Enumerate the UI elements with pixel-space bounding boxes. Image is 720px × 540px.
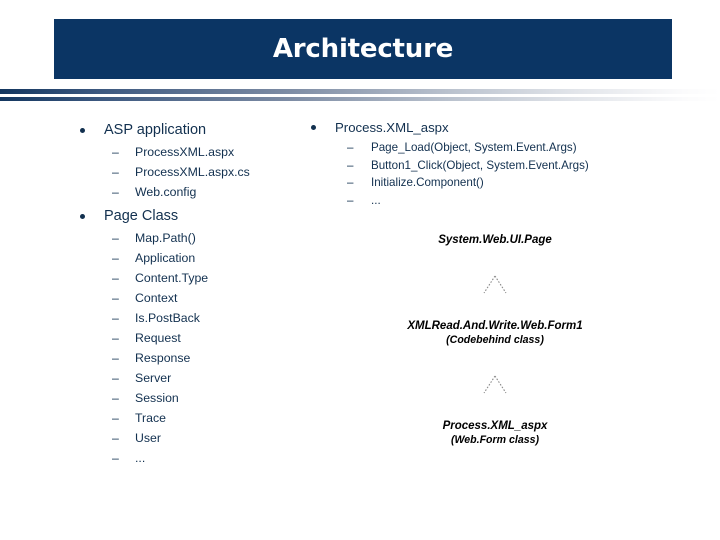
list-item: Is.PostBack: [104, 308, 324, 328]
list-item: ...: [335, 192, 675, 210]
class-inheritance-diagram: System.Web.UI.Page XMLRead.And.Write.Web…: [330, 233, 660, 447]
list-item: Initialize.Component(): [335, 174, 675, 192]
list-item: Web.config: [104, 182, 324, 202]
list-item: Response: [104, 348, 324, 368]
list-item: Map.Path(): [104, 228, 324, 248]
list-item: Button1_Click(Object, System.Event.Args): [335, 157, 675, 175]
list-item: Session: [104, 388, 324, 408]
diagram-node-title: Process.XML_aspx: [442, 420, 548, 432]
divider-bar-bottom: [0, 97, 720, 101]
bullet-group-asp-application: ASP application ProcessXML.aspx ProcessX…: [74, 120, 324, 202]
sub-list-page-class: Map.Path() Application Content.Type Cont…: [104, 228, 324, 468]
divider-gap: [0, 94, 720, 97]
list-item: Request: [104, 328, 324, 348]
diagram-node-webform-class: Process.XML_aspx (Web.Form class): [330, 419, 660, 447]
diagram-node-subtitle: (Codebehind class): [446, 334, 544, 346]
right-content-column: Process.XML_aspx Page_Load(Object, Syste…: [305, 118, 675, 213]
bullet-group-page-class: Page Class Map.Path() Application Conten…: [74, 206, 324, 468]
diagram-spacer: [330, 407, 660, 419]
header-divider: [0, 89, 720, 101]
list-item: Trace: [104, 408, 324, 428]
diagram-spacer: [330, 347, 660, 361]
list-item: User: [104, 428, 324, 448]
diagram-spacer: [330, 247, 660, 261]
left-bullet-list: ASP application ProcessXML.aspx ProcessX…: [74, 120, 324, 468]
diagram-node-title: XMLRead.And.Write.Web.Form1: [407, 320, 583, 332]
inheritance-arrow-icon: [330, 361, 660, 407]
bullet-label: Page Class: [104, 208, 179, 224]
sub-list-asp-application: ProcessXML.aspx ProcessXML.aspx.cs Web.c…: [104, 142, 324, 202]
bullet-group-processxml-aspx: Process.XML_aspx Page_Load(Object, Syste…: [305, 118, 675, 209]
bullet-label: Process.XML_aspx: [335, 120, 449, 135]
bullet-label: ASP application: [104, 122, 207, 138]
list-item: ProcessXML.aspx: [104, 142, 324, 162]
left-content-column: ASP application ProcessXML.aspx ProcessX…: [74, 120, 324, 472]
list-item: Application: [104, 248, 324, 268]
list-item: Server: [104, 368, 324, 388]
inheritance-arrow-icon: [330, 261, 660, 307]
list-item: Context: [104, 288, 324, 308]
diagram-spacer: [330, 307, 660, 319]
diagram-node-subtitle: (Web.Form class): [450, 434, 540, 446]
right-bullet-list: Process.XML_aspx Page_Load(Object, Syste…: [305, 118, 675, 209]
sub-list-processxml-aspx: Page_Load(Object, System.Event.Args) But…: [335, 139, 675, 209]
slide-title-banner: Architecture: [54, 19, 672, 79]
diagram-node-base-class: System.Web.UI.Page: [330, 233, 660, 247]
page-title: Architecture: [272, 34, 454, 64]
diagram-node-title: System.Web.UI.Page: [438, 234, 552, 246]
list-item: ProcessXML.aspx.cs: [104, 162, 324, 182]
list-item: Content.Type: [104, 268, 324, 288]
diagram-node-codebehind-class: XMLRead.And.Write.Web.Form1 (Codebehind …: [330, 319, 660, 347]
divider-bar-top: [0, 89, 720, 94]
list-item: Page_Load(Object, System.Event.Args): [335, 139, 675, 157]
list-item: ...: [104, 448, 324, 468]
